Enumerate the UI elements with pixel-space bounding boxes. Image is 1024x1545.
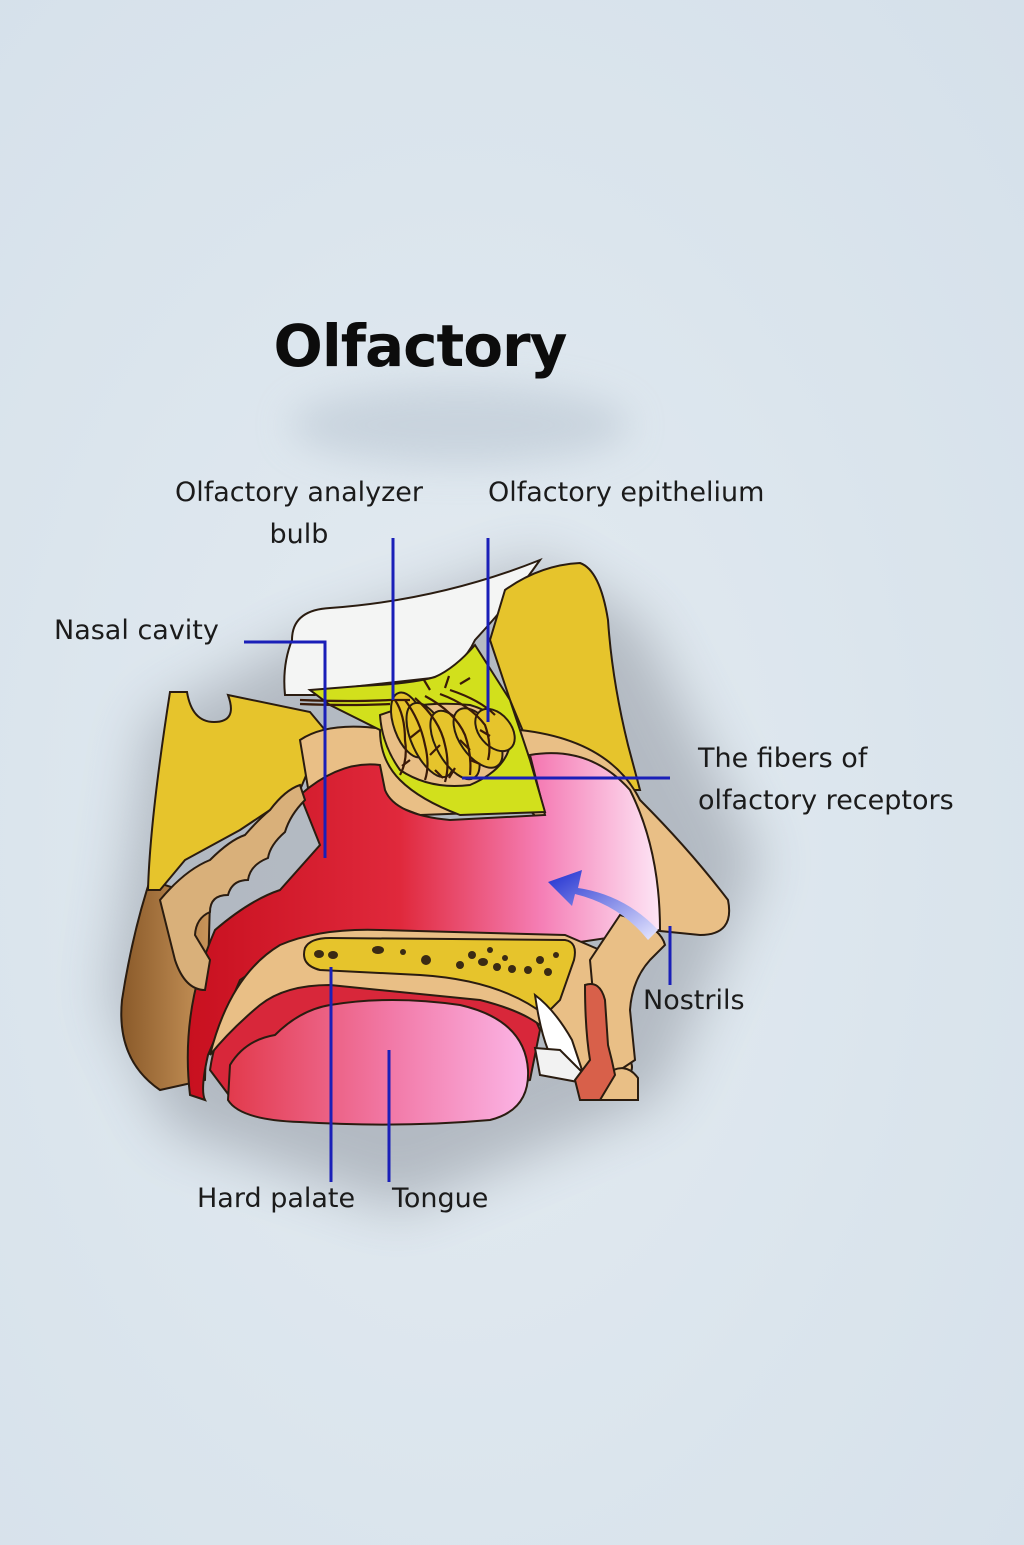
label-olfactory-epithelium: Olfactory epithelium: [488, 477, 765, 508]
airflow-arrow: [548, 870, 658, 940]
label-olfactory-bulb: Olfactory analyzer bulb: [175, 477, 423, 550]
nasal-cavity: [186, 752, 662, 1102]
upper-lip-tissue: [573, 983, 617, 1101]
olfactory-bulb-cells: [389, 691, 516, 781]
turbinate-tissue: [158, 783, 307, 992]
palate-bone-pores: [314, 946, 559, 976]
label-tongue: Tongue: [392, 1183, 489, 1214]
label-olfactory-receptor-fibers: The fibers of olfactory receptors: [698, 743, 954, 816]
leader-lines: [244, 538, 672, 1182]
leader-line-nasal-cavity: [244, 640, 327, 858]
label-hard-palate: Hard palate: [197, 1183, 356, 1214]
label-nasal-cavity: Nasal cavity: [54, 615, 219, 646]
label-nostrils: Nostrils: [643, 985, 745, 1016]
diagram-title: Olfactory: [273, 312, 568, 380]
tongue: [226, 999, 530, 1126]
olfactory-nerve-fibers: [299, 675, 496, 783]
skull-bone-left: [146, 691, 327, 891]
